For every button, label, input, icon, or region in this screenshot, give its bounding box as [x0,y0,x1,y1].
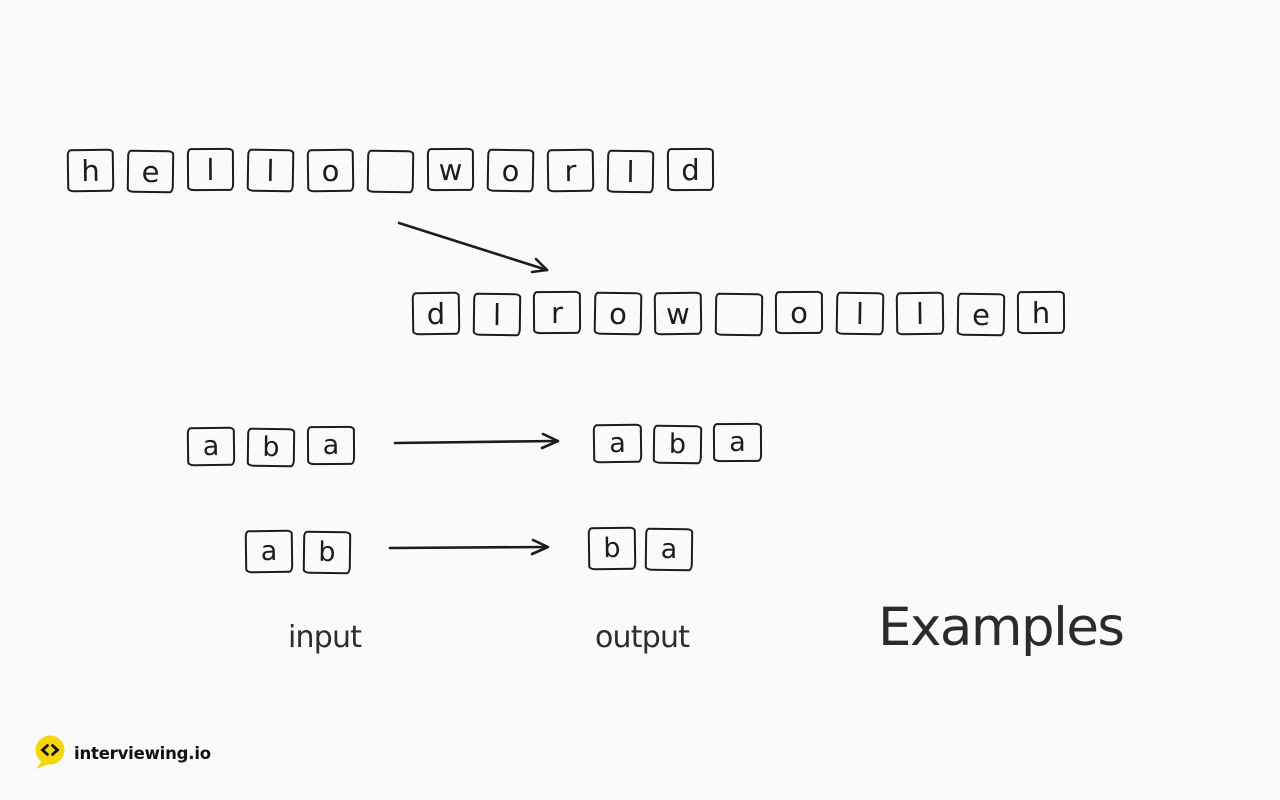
code-speech-bubble-icon [35,735,65,769]
letter-box: e [956,292,1005,337]
interviewing-io-logo: interviewing.io [34,735,211,771]
letter-box: d [411,291,461,336]
letter-box: a [644,527,694,572]
letter-box: w [653,291,703,336]
letter-box: l [472,292,521,337]
letter-box: b [302,530,352,575]
letter-box: o [774,290,824,335]
letter-box: b [652,424,703,465]
letter-box: d [666,147,715,192]
letter-box: r [532,290,582,335]
letter-box [366,149,415,194]
examples-title: Examples [878,597,1125,658]
arrow-example2-input-to-output [388,538,550,556]
letter-box: h [1016,290,1066,335]
arrow-hello-to-reversed [397,221,549,274]
letter-box: b [587,526,637,571]
letter-box: a [306,425,356,466]
letter-box: o [593,291,642,336]
letter-box: e [126,149,175,194]
letter-box: o [306,148,355,193]
letter-box [714,292,763,337]
letter-box: o [486,148,535,193]
output-label: output [595,620,690,655]
arrow-example1-input-to-output [393,432,560,450]
input-label: input [288,620,362,655]
letter-box: l [895,291,945,336]
letter-box: a [592,423,643,464]
letter-box: l [606,149,655,194]
letter-box: l [246,148,295,193]
letter-box: b [246,427,296,468]
letter-box: h [66,148,115,193]
letter-box: a [244,529,294,574]
letter-box: a [186,426,236,467]
letter-box: r [546,148,595,193]
letter-box: a [712,422,763,463]
letter-box: w [426,147,475,192]
letter-box: l [186,147,235,192]
letter-box: l [835,291,884,336]
logo-text: interviewing.io [74,743,211,763]
